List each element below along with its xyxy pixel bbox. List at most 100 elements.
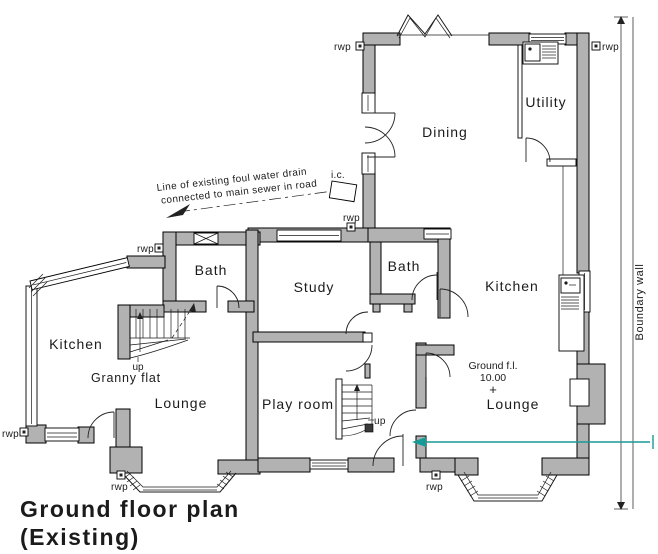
study-door	[345, 311, 369, 335]
stair-up-arrow-icon	[354, 384, 360, 391]
boundary-wall-dimension: Boundary wall	[614, 16, 646, 510]
room-label-granny-bath: Bath	[195, 262, 228, 278]
wall	[25, 424, 47, 444]
wall	[362, 172, 376, 232]
ground-level-marker: Ground f.l. 10.00 +	[468, 360, 517, 397]
fireplace-recess	[569, 378, 590, 407]
stair-up-label: up	[374, 416, 386, 427]
ic-label: i.c.	[331, 170, 345, 181]
wall-stair-stub	[364, 363, 371, 379]
granny-kitchen-side-window	[25, 285, 38, 427]
drawing-title: Ground floor plan (Existing)	[20, 496, 240, 550]
rwp-label: rwp	[137, 244, 154, 255]
stair-landing-arrow-icon	[171, 303, 196, 339]
room-labels: Dining Utility Kitchen Lounge Bath Study…	[49, 94, 566, 427]
granny-lounge-bay-window	[121, 470, 237, 493]
title-line1: Ground floor plan	[20, 496, 240, 522]
kitchen-door	[439, 288, 469, 318]
bath-granny-window	[193, 232, 219, 245]
door-jamb	[362, 332, 373, 343]
room-label-granny-kitchen: Kitchen	[49, 336, 103, 352]
granny-staircase	[129, 303, 196, 359]
wall	[257, 457, 311, 473]
room-label-granny-lounge: Lounge	[155, 395, 208, 411]
room-label-granny-flat: Granny flat	[91, 371, 161, 385]
wall-bay-pier	[454, 457, 479, 476]
dimension-arrow-down-icon	[617, 502, 625, 510]
study-window	[276, 229, 342, 242]
hall-side-door	[389, 409, 417, 437]
rwp-label: rwp	[111, 482, 128, 493]
rwp-markers: rwp rwp rwp rwp rwp rwp rwp	[2, 41, 619, 493]
title-line2: (Existing)	[20, 524, 140, 550]
utility-door	[525, 137, 551, 163]
play-room-door	[345, 344, 373, 372]
stair-up-label: up	[132, 362, 144, 373]
utility-sink-unit	[522, 41, 559, 65]
wall	[162, 300, 207, 313]
break-line-zigzag	[396, 14, 453, 39]
lounge-door	[425, 352, 451, 378]
section-line	[412, 435, 654, 449]
utility-bottom-wall	[546, 158, 577, 167]
granny-kitchen-angled-window	[29, 257, 130, 291]
wall	[576, 32, 590, 274]
dining-door-side-windows	[361, 92, 376, 175]
windows	[25, 33, 591, 470]
stair-up-arrow-icon	[137, 312, 143, 319]
play-room-window	[309, 459, 349, 470]
inspection-chamber-box	[328, 180, 358, 203]
stair-newel-post	[364, 423, 374, 433]
doors	[87, 112, 551, 467]
section-line-arrow-icon	[412, 437, 426, 447]
corner-mullion-hatching	[28, 273, 48, 297]
bath-main-door	[411, 272, 438, 301]
dining-french-doors	[364, 112, 396, 158]
room-label-bath: Bath	[388, 258, 421, 274]
wall	[362, 32, 401, 46]
wall-bay-pier	[541, 457, 590, 476]
room-label-lounge: Lounge	[487, 396, 540, 412]
granny-kitchen-bottom-window	[44, 427, 80, 442]
ground-level-value: 10.00	[480, 372, 506, 384]
wall	[403, 303, 413, 313]
wall	[419, 457, 458, 473]
wall	[245, 229, 259, 461]
bay-window-hatching	[123, 471, 234, 491]
rwp-label: rwp	[602, 42, 619, 53]
wall	[162, 231, 177, 311]
wall	[117, 304, 131, 360]
wall	[369, 293, 416, 305]
room-label-utility: Utility	[525, 94, 566, 110]
bath-granny-door	[216, 285, 240, 309]
bay-window-hatching	[460, 475, 555, 497]
partitions	[397, 34, 577, 275]
wall	[252, 331, 366, 343]
room-label-dining: Dining	[422, 124, 468, 140]
room-label-study: Study	[294, 279, 335, 295]
ground-level-label: Ground f.l.	[468, 360, 517, 372]
drain-arrow-icon	[166, 204, 190, 218]
granny-kitchen-door	[87, 411, 115, 439]
drain-annotation: Line of existing foul water drain connec…	[156, 166, 358, 218]
rwp-label: rwp	[343, 213, 360, 224]
wall	[372, 303, 381, 313]
hall-rear-door	[372, 434, 404, 467]
dimension-arrow-up-icon	[617, 16, 625, 24]
drain-line	[177, 190, 334, 213]
wall	[347, 457, 395, 473]
wall	[77, 426, 95, 444]
hall-window	[423, 228, 452, 240]
kitchen-sink-unit	[558, 274, 585, 352]
boundary-wall-label: Boundary wall	[634, 264, 646, 341]
wall	[115, 408, 131, 454]
wall-bay-pier	[109, 446, 143, 474]
wall	[217, 459, 261, 475]
lounge-bay-window	[457, 471, 558, 502]
wall	[227, 300, 255, 313]
ground-level-cross-icon: +	[489, 382, 497, 397]
rwp-label: rwp	[2, 429, 19, 440]
main-staircase	[335, 378, 374, 440]
